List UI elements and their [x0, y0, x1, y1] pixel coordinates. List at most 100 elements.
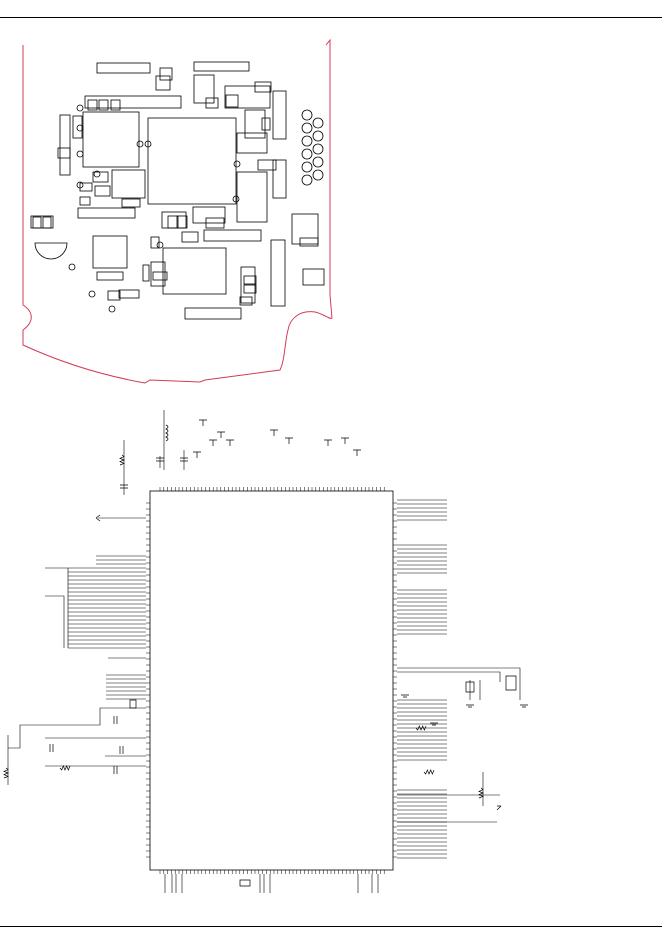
schematic-drawing — [0, 395, 662, 910]
pcb-part — [156, 76, 170, 90]
test-point — [199, 420, 207, 426]
small-component — [130, 700, 136, 708]
pcb-pad — [109, 306, 115, 312]
pcb-part — [112, 170, 145, 198]
pcb-part — [83, 112, 139, 167]
wire — [397, 668, 520, 700]
pcb-pad — [313, 170, 323, 180]
ic-pins — [146, 487, 397, 874]
schematic-passives — [4, 420, 528, 886]
pcb-pad — [313, 118, 323, 128]
signal-arrow — [497, 806, 501, 810]
pcb-pad — [234, 161, 240, 167]
pcb-part — [255, 82, 271, 92]
pcb-part — [237, 172, 267, 222]
pcb-part — [168, 216, 178, 228]
test-point — [209, 440, 217, 446]
pcb-part — [182, 232, 198, 242]
pcb-pad — [302, 136, 312, 146]
pcb-part — [148, 118, 236, 204]
pcb-part — [95, 186, 110, 196]
crystal — [506, 676, 516, 690]
resistor — [479, 788, 483, 798]
pcb-pad — [302, 149, 312, 159]
pcb-pad — [157, 242, 163, 248]
resistor — [424, 770, 434, 774]
pcb-part — [93, 172, 108, 182]
capacitor — [50, 744, 53, 752]
pcb-part — [80, 197, 90, 205]
bottom-rule — [0, 926, 662, 927]
pcb-pad — [302, 175, 312, 185]
capacitor — [114, 716, 117, 724]
pcb-part — [163, 248, 226, 294]
pcb-part — [177, 216, 187, 228]
pcb-part — [88, 100, 97, 110]
pcb-part — [97, 272, 123, 280]
pcb-part — [262, 118, 270, 130]
pcb-part — [194, 62, 249, 71]
resistor — [120, 455, 124, 465]
pcb-pad — [89, 291, 95, 297]
capacitor — [114, 766, 117, 774]
pcb-part — [33, 217, 41, 228]
pcb-part — [204, 230, 261, 241]
test-point — [270, 430, 278, 436]
pcb-part — [78, 208, 135, 218]
wire — [397, 672, 500, 682]
pcb-part — [60, 115, 70, 175]
ground-symbol — [466, 705, 474, 707]
pcb-part — [300, 238, 318, 246]
pcb-part — [97, 63, 150, 73]
pcb-part — [111, 100, 120, 110]
pcb-part — [244, 285, 256, 293]
bus-tap — [45, 596, 64, 648]
pcb-pad — [69, 264, 75, 270]
pcb-part — [31, 216, 53, 228]
pcb-part — [108, 291, 120, 300]
pcb-pad — [313, 131, 323, 141]
pcb-part — [193, 207, 225, 223]
pcb-part — [244, 276, 256, 284]
test-point — [324, 440, 332, 446]
pcb-part — [273, 160, 286, 198]
pcb-pad — [137, 141, 143, 147]
pcb-part — [162, 212, 186, 228]
small-component — [240, 880, 250, 886]
pcb-part — [194, 75, 214, 103]
test-point — [341, 438, 349, 444]
pcb-pad — [77, 105, 83, 111]
test-point — [226, 440, 234, 446]
test-point — [353, 450, 361, 456]
pcb-part — [93, 236, 127, 268]
pcb-part — [226, 95, 238, 107]
pcb-components — [31, 62, 324, 319]
ground-symbol — [401, 695, 409, 697]
pcb-round-part — [35, 243, 67, 259]
schematic-wires — [8, 410, 520, 893]
pcb-part — [143, 265, 149, 281]
pcb-part — [292, 214, 318, 244]
test-point — [217, 432, 225, 438]
pcb-part — [85, 96, 181, 108]
resistor — [4, 768, 8, 778]
pcb-part — [240, 297, 252, 305]
pcb-pad — [302, 110, 312, 120]
wire — [8, 708, 146, 748]
ground-symbol — [520, 705, 528, 707]
pcb-part — [237, 133, 267, 153]
pcb-pad — [302, 123, 312, 133]
inductor — [166, 425, 168, 441]
resistor — [60, 766, 70, 770]
pcb-part — [119, 290, 139, 298]
pcb-part — [185, 308, 241, 319]
test-point — [193, 452, 201, 458]
pcb-part — [271, 240, 285, 306]
pcb-pad — [77, 151, 83, 157]
pcb-part — [99, 100, 108, 110]
test-point — [285, 438, 293, 444]
bus-tap — [45, 568, 68, 648]
pcb-part — [122, 199, 140, 207]
pcb-pad — [313, 144, 323, 154]
capacitor — [120, 746, 123, 754]
